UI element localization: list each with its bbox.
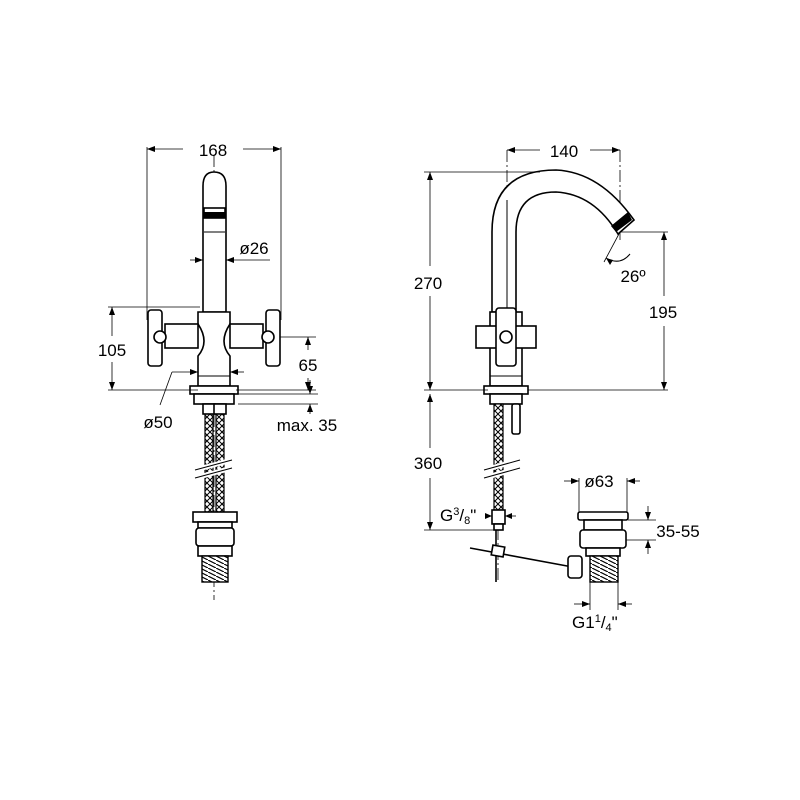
- thread-den: 8: [464, 515, 470, 527]
- svg-text:G3/8": G3/8": [440, 506, 476, 527]
- side-spout: [491, 169, 636, 313]
- side-hose: [483, 403, 521, 531]
- dim-width: 168: [199, 141, 227, 160]
- front-body: [147, 309, 281, 387]
- waste-thread-main: G1: [572, 613, 595, 632]
- thread-suffix: ": [470, 506, 476, 525]
- dim-spout-diameter: ø26: [239, 239, 268, 258]
- dim-total-height: 270: [414, 274, 442, 293]
- front-view: 168 ø26 105 65 ø50: [98, 141, 337, 600]
- side-waste: [567, 511, 629, 583]
- dim-base-diameter: ø50: [143, 413, 172, 432]
- dim-reach: 140: [550, 142, 578, 161]
- dim-outlet-height: 195: [649, 303, 677, 322]
- front-waste: [192, 511, 238, 583]
- dim-max-deck: max. 35: [277, 416, 337, 435]
- side-pop-up-rod: [469, 530, 579, 582]
- svg-text:G11/4": G11/4": [572, 613, 618, 634]
- dim-waste-diameter: ø63: [584, 472, 613, 491]
- waste-thread-num: 1: [595, 613, 601, 625]
- thread-num: 3: [453, 506, 459, 518]
- side-view: 140 270 26º 195 360 G3/: [414, 142, 700, 634]
- dim-waste-thread: G11/4": [572, 613, 618, 634]
- dim-handle-offset: 65: [299, 356, 318, 375]
- dim-connection-thread: G3/8": [440, 506, 476, 527]
- front-spout: [202, 171, 227, 313]
- thread-main: G: [440, 506, 453, 525]
- dim-hose-length: 360: [414, 454, 442, 473]
- side-body: [475, 307, 537, 435]
- dim-angle: 26º: [620, 267, 645, 286]
- waste-thread-den: 4: [606, 622, 612, 634]
- dim-handle-height: 105: [98, 341, 126, 360]
- waste-thread-suffix: ": [612, 613, 618, 632]
- dim-waste-range: 35-55: [656, 522, 699, 541]
- front-hoses: [194, 403, 233, 513]
